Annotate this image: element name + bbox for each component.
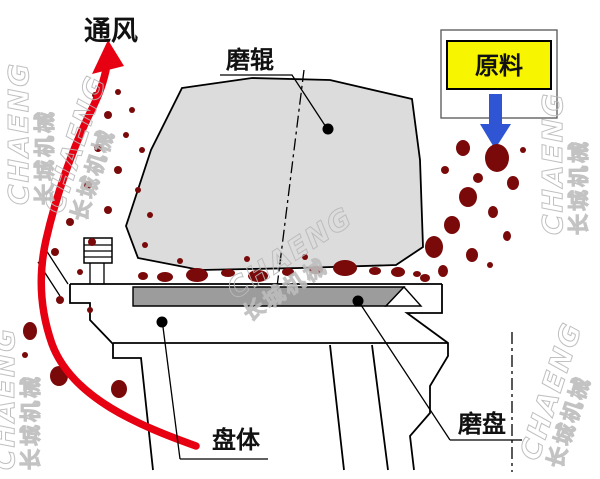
svg-text:长城机械: 长城机械: [567, 139, 591, 235]
watermark-right-edge: CHAENG 长城机械: [536, 91, 592, 235]
roller-centerline: [275, 69, 305, 296]
callout-leaders: [156, 74, 522, 460]
disc-body-leader-line: [162, 326, 268, 460]
airflow-arrow: [37, 40, 200, 450]
nozzle-ring-plates: [84, 244, 112, 284]
svg-text:长城机械: 长城机械: [33, 109, 57, 205]
raw-material-label: 原料: [475, 52, 523, 80]
grinding-disc-ref-dot: [352, 295, 364, 307]
grinding-disc-leader-line: [360, 304, 522, 441]
liner-end-notch: [384, 285, 423, 307]
ventilation-label: 通风: [84, 16, 138, 47]
grinding-roller-label: 磨辊: [226, 46, 274, 74]
falling-material-particles: [420, 140, 526, 282]
pedestal-column: [329, 344, 389, 471]
grinding-roller-shape: [125, 77, 424, 271]
watermark-bottom-left: CHAENG 长城机械: [0, 326, 44, 470]
raw-material-box: [446, 40, 552, 90]
mill-body-outline: [37, 237, 449, 471]
bed-material-particles: [138, 254, 421, 282]
roller-leader-line: [220, 74, 327, 128]
airflow-arrowhead: [92, 40, 124, 74]
disc-body-label: 盘体: [212, 426, 261, 454]
svg-text:CHAENG: CHAENG: [0, 327, 21, 470]
roller-ref-dot: [322, 123, 334, 135]
svg-text:长城机械: 长城机械: [19, 374, 43, 470]
disc-body-ref-dot: [156, 316, 168, 328]
svg-text:CHAENG: CHAENG: [2, 62, 35, 205]
watermark-bottom-right: CHAENG 长城机械: [513, 317, 596, 471]
svg-text:CHAENG: CHAENG: [536, 92, 569, 235]
feed-arrow: [480, 94, 511, 149]
watermark-left-edge: CHAENG 长城机械: [2, 61, 58, 205]
grinding-disc-label: 磨盘: [458, 410, 506, 438]
table-right-profile: [404, 284, 449, 471]
table-left-profile: [69, 284, 154, 471]
